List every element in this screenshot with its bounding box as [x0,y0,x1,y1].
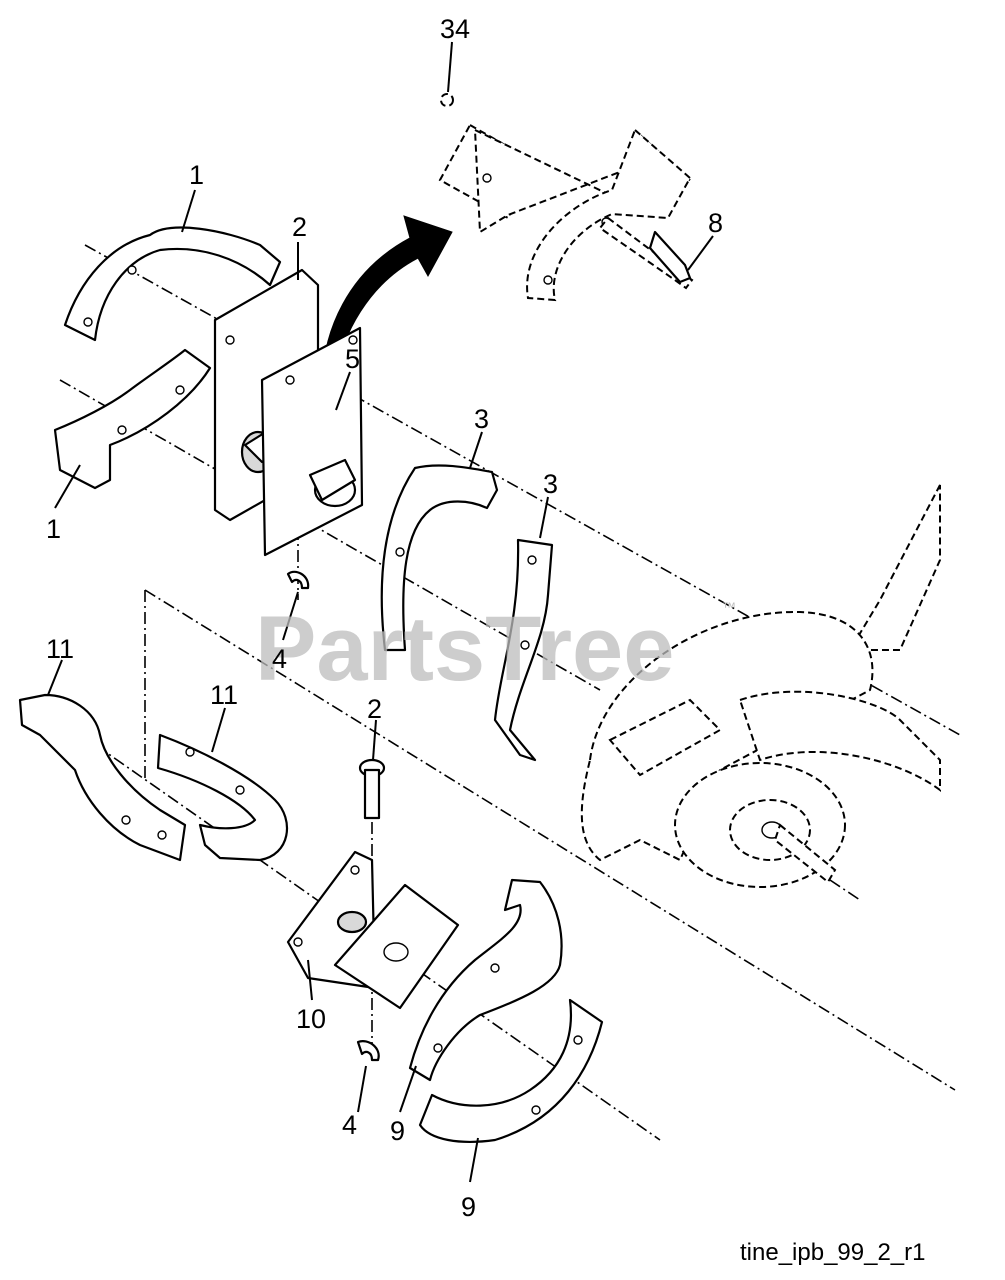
leader-lines [47,41,714,1183]
alternate-tine-assembly [438,93,694,302]
tine-part-1-lower [53,348,212,490]
bolt-part-8 [648,230,692,284]
hairpin-part-4-upper [286,570,310,590]
callout-9-upper: 9 [390,1116,405,1146]
pin-part-2-lower [358,758,386,820]
callout-10: 10 [296,1004,326,1034]
tine-part-3-left [380,464,499,652]
callout-11-left: 11 [46,634,74,664]
callout-9-lower: 9 [461,1192,476,1222]
tine-part-11-left [18,693,187,862]
tine-part-9-upper [408,878,563,1082]
diagram-caption: tine_ipb_99_2_r1 [740,1239,926,1266]
tine-part-11-right [156,733,289,862]
callout-8: 8 [708,208,723,238]
callout-5: 5 [345,344,360,374]
watermark-text: PartsTree [255,598,674,700]
tine-part-3-right [493,538,554,762]
hairpin-part-4-lower [356,1040,380,1062]
watermark-trademark: ™ [722,599,736,615]
tine-part-1-upper [63,226,282,342]
callout-3-left: 3 [474,404,489,434]
callout-34: 34 [440,14,470,44]
callout-4-lower: 4 [342,1110,357,1140]
callout-1-upper: 1 [189,160,204,190]
callout-11-right: 11 [210,680,238,710]
flange-part-5 [213,268,364,557]
callout-2-lower: 2 [367,694,382,724]
flange-part-10 [286,850,460,1010]
callout-4-upper: 4 [272,644,287,674]
callout-1-lower: 1 [46,514,61,544]
callout-3-right: 3 [543,469,558,499]
tine-part-9-lower [418,998,604,1143]
tiller-housing [580,484,941,888]
callout-2-upper: 2 [292,212,307,242]
